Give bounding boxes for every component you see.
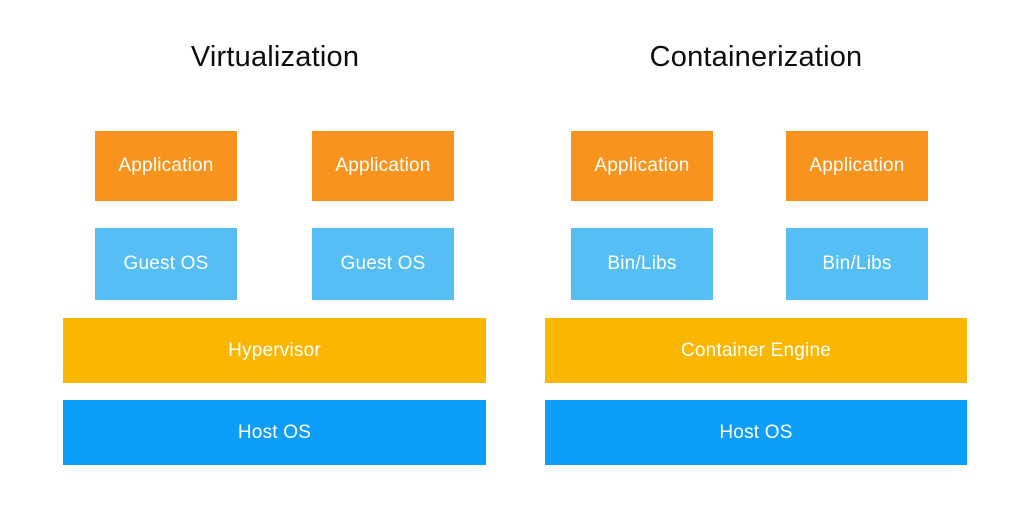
guest-os-box-1: Guest OS bbox=[95, 228, 237, 300]
virtualization-host-os-bar: Host OS bbox=[63, 400, 486, 465]
containerization-host-os-bar: Host OS bbox=[545, 400, 967, 465]
containerization-title: Containerization bbox=[649, 41, 863, 73]
virtualization-title: Virtualization bbox=[190, 41, 360, 73]
hypervisor-bar: Hypervisor bbox=[63, 318, 486, 383]
bin-libs-box-2: Bin/Libs bbox=[786, 228, 928, 300]
guest-os-box-2: Guest OS bbox=[312, 228, 454, 300]
virtualization-application-box-1: Application bbox=[95, 131, 237, 201]
container-engine-bar: Container Engine bbox=[545, 318, 967, 383]
virtualization-application-box-2: Application bbox=[312, 131, 454, 201]
containerization-application-box-2: Application bbox=[786, 131, 928, 201]
containerization-application-box-1: Application bbox=[571, 131, 713, 201]
bin-libs-box-1: Bin/Libs bbox=[571, 228, 713, 300]
